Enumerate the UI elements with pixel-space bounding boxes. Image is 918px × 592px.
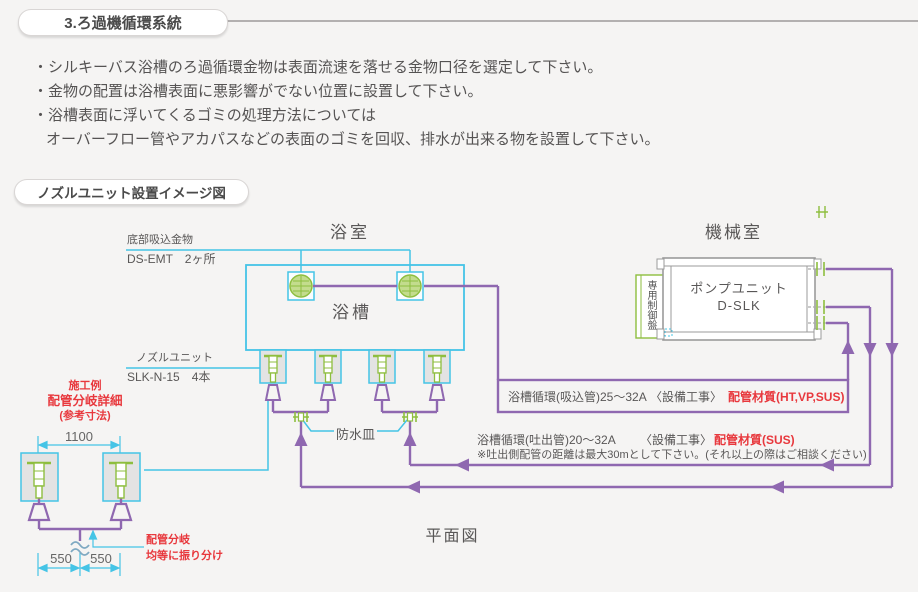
pipe-flanges <box>293 412 418 422</box>
label-branch-1: 配管分岐 <box>146 534 190 546</box>
nozzle-symbols <box>264 354 446 383</box>
bottom-suction-fittings <box>289 274 422 298</box>
pump-flanges <box>808 206 828 330</box>
suction-piping <box>313 284 850 414</box>
nozzle-funnels <box>264 384 446 401</box>
label-branch-2: 均等に振り分け <box>146 550 223 562</box>
section-title-text: ノズルユニット設置イメージ図 <box>37 186 226 201</box>
detail-nozzle-symbols <box>27 461 133 499</box>
label-discharge-pipe: 浴槽循環(吐出管)20〜32A <box>477 433 616 447</box>
nozzle-unit-boxes <box>259 349 451 384</box>
leader-lines <box>126 249 411 471</box>
note-line: ・金物の配置は浴槽表面に悪影響がでない位置に設置して下さい。 <box>33 83 483 100</box>
label-plan-view: 平面図 <box>425 528 480 545</box>
label-pump-name: ポンプユニット <box>690 281 788 296</box>
room-label-machine-room: 機械室 <box>705 223 762 242</box>
dim-550-right: 550 <box>90 551 112 566</box>
label-nozzle-spec: SLK-N-15 4本 <box>127 370 211 384</box>
page-title-text: 3.ろ過機循環系統 <box>64 15 182 32</box>
detail-title-3: (参考寸法) <box>59 410 111 422</box>
note-line: オーバーフロー管やアカパスなどの表面のゴミを回収、排水が出来る物を設置して下さい… <box>46 131 660 148</box>
label-nozzle-unit: ノズルユニット <box>136 352 213 364</box>
room-label-bathroom: 浴室 <box>330 223 370 242</box>
header-rule <box>222 20 918 22</box>
pump-unit-box <box>635 257 822 341</box>
section-title: ノズルユニット設置イメージ図 <box>14 179 249 205</box>
label-suction-work: 〈設備工事〉 <box>650 390 723 404</box>
label-bathtub: 浴槽 <box>332 303 372 322</box>
label-pump-model: D-SLK <box>717 298 761 313</box>
page-title: 3.ろ過機循環系統 <box>18 9 228 36</box>
discharge-piping <box>271 267 894 489</box>
detail-title-1: 施工例 <box>68 380 102 392</box>
label-suction-material: 配管材質(HT,VP,SUS) <box>728 390 845 404</box>
note-line: ・浴槽表面に浮いてくるゴミの処理方法については <box>33 107 377 124</box>
label-discharge-work: 〈設備工事〉 <box>640 433 713 447</box>
label-bottom-suction-spec: DS-EMT 2ヶ所 <box>127 252 216 266</box>
dim-550-left: 550 <box>50 551 72 566</box>
label-control-panel: 専用制御盤 <box>645 280 656 330</box>
notes-block: ・シルキーバス浴槽のろ過循環金物は表面流速を落せる金物口径を選定して下さい。 ・… <box>33 56 660 152</box>
pipe-break-symbol <box>70 541 90 556</box>
detail-funnels <box>27 502 133 522</box>
detail-title-2: 配管分岐詳細 <box>47 394 123 408</box>
note-line: ・シルキーバス浴槽のろ過循環金物は表面流速を落せる金物口径を選定して下さい。 <box>33 59 603 76</box>
flow-arrows <box>294 340 899 494</box>
dim-1100: 1100 <box>65 429 93 444</box>
label-discharge-note: ※吐出側配管の距離は最大30mとして下さい。(それ以上の際はご相談ください) <box>477 449 867 461</box>
label-discharge-material: 配管材質(SUS) <box>714 433 795 447</box>
bathtub-outline <box>245 264 465 351</box>
detail-branch-piping <box>37 498 123 541</box>
label-bottom-suction: 底部吸込金物 <box>127 234 193 246</box>
label-suction-pipe: 浴槽循環(吸込管)25〜32A <box>508 390 647 404</box>
label-waterproof-dish: 防水皿 <box>336 427 376 442</box>
